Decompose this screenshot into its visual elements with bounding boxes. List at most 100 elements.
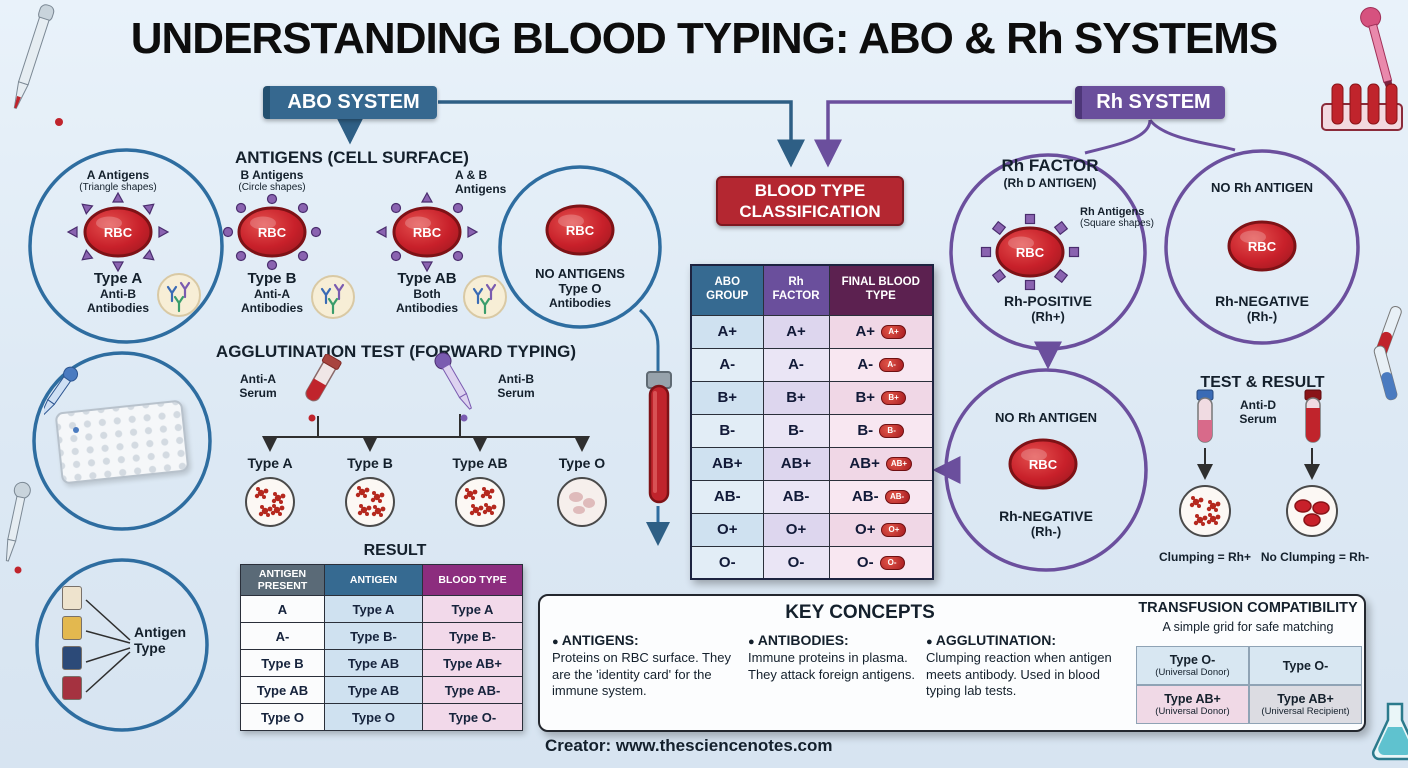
final-type: O- (856, 553, 874, 571)
abo-system-badge: ABO SYSTEM (263, 86, 437, 119)
blood-drop-badge: B+ (881, 390, 907, 406)
anti-a-line2: Serum (239, 386, 277, 400)
classification-cell-final: A+A+ (828, 314, 934, 349)
petri-dish-type-ab (455, 477, 505, 527)
final-type: AB- (851, 488, 879, 505)
final-type: B+ (855, 389, 876, 406)
result-cell: Type AB+ (422, 649, 523, 678)
anti-d-serum-label: Anti-D Serum (1226, 398, 1290, 426)
type-a-antibody-1: Anti-B (100, 287, 136, 301)
classification-cell-final: B-B- (828, 413, 934, 448)
classification-cell-final: B+ B+ (828, 380, 934, 415)
anti-a-tube-icon (305, 354, 342, 422)
anti-a-line1: Anti-A (240, 372, 276, 386)
rh-negative-right-caption: Rh-NEGATIVE (Rh-) (1192, 293, 1332, 324)
type-b-antibody-2: Antibodies (241, 301, 303, 315)
rh-positive-caption: Rh-POSITIVE (Rh+) (973, 293, 1123, 324)
anti-d-line1: Anti-D (1240, 398, 1276, 412)
classification-col-final: FINAL BLOOD TYPE (828, 264, 934, 316)
classification-cell-final: A-A- (828, 347, 934, 382)
rbc-type-o-icon (545, 204, 615, 256)
classification-col-abo: ABO GROUP (690, 264, 764, 316)
type-b-name: Type B (247, 270, 297, 287)
antigen-strip-yellow (62, 616, 82, 640)
type-ab-name: Type AB (397, 270, 457, 287)
test-type-o-label: Type O (558, 455, 606, 471)
result-cell: Type A (324, 595, 423, 624)
rh-antigen-label: Rh Antigens (Square shapes) (1080, 206, 1190, 229)
classification-cell: O+ (690, 512, 764, 547)
result-cell: Type AB- (422, 676, 523, 705)
test-type-ab-label: Type AB (452, 455, 508, 471)
rbc-type-a-icon (67, 192, 169, 272)
result-cell: Type AB (324, 676, 423, 705)
test-tubes-right-icon (1373, 305, 1402, 401)
classification-cell-final: AB- AB- (828, 479, 934, 514)
type-o-no-antigens: NO ANTIGENS (535, 266, 625, 281)
type-o-caption: NO ANTIGENS Type O Antibodies (518, 266, 642, 310)
result-col-antigen-present: ANTIGEN PRESENT (240, 563, 325, 597)
type-ab-antibody-1: Both (413, 287, 441, 301)
classification-col-rh: Rh FACTOR (762, 264, 830, 316)
rh-system-badge: Rh SYSTEM (1075, 86, 1225, 119)
concept-agglutination: AGGLUTINATION: Clumping reaction when an… (926, 632, 1134, 700)
classification-cell: B+ (690, 380, 764, 415)
classification-cell: B- (690, 413, 764, 448)
rh-antigen-line1: Rh Antigens (1080, 206, 1145, 218)
antigen-strip-maroon (62, 676, 82, 700)
rbc-type-ab-icon (376, 192, 478, 272)
transfusion-grid: Type O- (Universal Donor) Type O- Type A… (1136, 646, 1362, 724)
antigen-b-title: B Antigens (240, 168, 304, 182)
transfusion-heading: TRANSFUSION COMPATIBILITY (1138, 600, 1358, 616)
blood-drop-badge: AB- (884, 489, 910, 505)
antibody-icon (462, 274, 508, 320)
classification-cell-final: AB+AB+ (828, 446, 934, 481)
classification-cell-final: O+O+ (828, 512, 934, 547)
type-ab-caption: Type AB Both Antibodies (365, 270, 489, 315)
result-cell: Type O- (422, 703, 523, 732)
antigen-a-title: A Antigens (86, 168, 150, 182)
transfusion-cell-line2: (Universal Recipient) (1261, 706, 1350, 717)
classification-row: O+ O+ O+O+ (690, 512, 934, 547)
blood-drop-badge: A+ (881, 324, 907, 340)
concept-agglutination-text: Clumping reaction when antigen meets ant… (926, 650, 1112, 699)
result-header-row: ANTIGEN PRESENT ANTIGEN BLOOD TYPE (240, 563, 523, 597)
type-a-name: Type A (93, 270, 143, 287)
antigen-type-line2: Type (134, 640, 166, 656)
antigen-b-sub: (Circle shapes) (238, 182, 306, 193)
petri-dish-type-o (557, 477, 607, 527)
anti-b-dropper-icon (434, 352, 472, 422)
antigen-type-label: Antigen Type (134, 624, 206, 656)
classification-cell: A+ (762, 314, 830, 349)
anti-b-serum-label: Anti-B Serum (486, 372, 546, 400)
concept-antibodies-text: Immune proteins in plasma. They attack f… (748, 650, 915, 682)
result-row: A Type A Type A (240, 595, 523, 624)
antigen-ab-label: A & B Antigens (455, 168, 535, 196)
classification-cell: O- (690, 545, 764, 580)
petri-dish-type-b (345, 477, 395, 527)
transfusion-cell-line2: (Universal Donor) (1155, 706, 1230, 717)
anti-a-serum-label: Anti-A Serum (228, 372, 288, 400)
result-cell: Type B- (324, 622, 423, 651)
blood-drop-badge: O+ (881, 522, 907, 538)
rh-positive-line1: Rh-POSITIVE (1004, 293, 1092, 309)
no-rh-antigen-label-right: NO Rh ANTIGEN (1210, 180, 1314, 195)
classification-row: AB- AB- AB- AB- (690, 479, 934, 514)
rh-test-heading: TEST & RESULT (1200, 374, 1325, 391)
rh-factor-line1: Rh FACTOR (1001, 156, 1099, 175)
result-cell: Type AB (240, 676, 325, 705)
classification-badge: BLOOD TYPE CLASSIFICATION (716, 176, 904, 226)
anti-d-line2: Serum (1239, 412, 1277, 426)
result-row: Type AB Type AB Type AB- (240, 676, 523, 705)
anti-d-tube-left-icon (1196, 389, 1214, 443)
classification-cell: B- (762, 413, 830, 448)
test-type-b-label: Type B (347, 455, 393, 471)
agglutination-heading: AGGLUTINATION TEST (FORWARD TYPING) (215, 342, 577, 361)
result-heading: RESULT (363, 542, 427, 559)
classification-cell: A- (762, 347, 830, 382)
type-ab-antibody-2: Antibodies (396, 301, 458, 315)
type-a-caption: Type A Anti-B Antibodies (56, 270, 180, 315)
result-col-antigen: ANTIGEN (324, 563, 423, 597)
classification-row: O- O- O-O- (690, 545, 934, 580)
